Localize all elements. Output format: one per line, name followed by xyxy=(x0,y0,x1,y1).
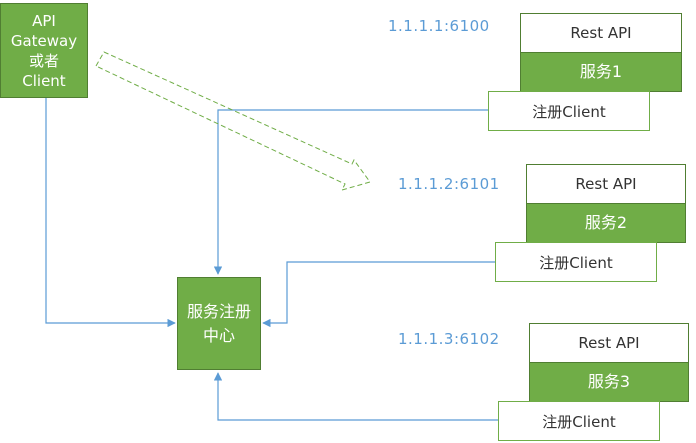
client-line-2: Gateway xyxy=(10,31,78,50)
service2-address: 1.1.1.2:6101 xyxy=(398,175,500,193)
registry-line-2: 中心 xyxy=(202,325,235,345)
service1-register-client-box: 注册Client xyxy=(488,91,650,131)
service2-box: 服务2 xyxy=(526,203,686,243)
service1-register-line xyxy=(213,109,488,275)
service3-rest-api-box: Rest API xyxy=(529,323,689,363)
service3-register-line xyxy=(213,372,498,421)
service2-rest-api-box: Rest API xyxy=(526,164,686,204)
service3-register-client-box: 注册Client xyxy=(498,401,660,441)
service3-box: 服务3 xyxy=(529,362,689,402)
service2-register-line xyxy=(262,261,495,328)
client-line-1: API xyxy=(32,11,56,30)
service2-register-client-box: 注册Client xyxy=(495,242,657,282)
service1-rest-api-box: Rest API xyxy=(520,13,682,53)
client-line-3: 或者 xyxy=(28,51,59,70)
client-call-dashed-arrow xyxy=(95,51,371,191)
service3-address: 1.1.1.3:6102 xyxy=(398,330,500,348)
api-gateway-client-box: API Gateway 或者 Client xyxy=(0,3,88,98)
service1-box: 服务1 xyxy=(520,52,682,92)
registry-line-1: 服务注册 xyxy=(186,301,251,321)
client-line-4: Client xyxy=(22,71,66,90)
service-registry-box: 服务注册 中心 xyxy=(177,277,261,370)
service1-address: 1.1.1.1:6100 xyxy=(388,17,490,35)
client-to-registry-line xyxy=(45,98,176,328)
